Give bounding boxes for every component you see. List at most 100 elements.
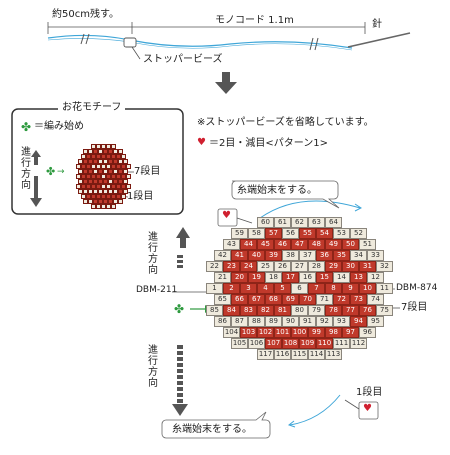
mini-bead xyxy=(81,194,86,199)
mini-bead xyxy=(126,174,131,179)
mini-bead xyxy=(88,189,93,194)
needle-shape xyxy=(347,32,411,48)
mini-bead xyxy=(98,179,103,184)
mini-bead xyxy=(78,159,83,164)
mini-bead xyxy=(101,154,106,159)
mini-bead xyxy=(86,184,91,189)
heart-note: ＝2目・減目<パターン1> xyxy=(209,138,328,149)
mini-bead xyxy=(83,199,88,204)
mini-bead xyxy=(96,204,101,209)
mini-bead xyxy=(121,164,126,169)
mini-bead xyxy=(111,184,116,189)
mini-bead xyxy=(86,174,91,179)
mini-bead xyxy=(118,149,123,154)
mini-bead xyxy=(98,149,103,154)
mini-bead xyxy=(91,194,96,199)
omit-note: ※ストッパービーズを省略しています。 xyxy=(197,117,374,128)
mini-bead xyxy=(111,174,116,179)
mini-bead xyxy=(88,159,93,164)
mini-bead xyxy=(116,154,121,159)
row7-label: 7段目 xyxy=(401,302,428,313)
mini-bead xyxy=(81,184,86,189)
mini-bead xyxy=(103,149,108,154)
mini-bead xyxy=(113,169,118,174)
mini-bead xyxy=(113,159,118,164)
mini-bead xyxy=(118,179,123,184)
mini-bead xyxy=(116,164,121,169)
callout-top-bubble xyxy=(231,180,340,209)
heart-icon: ♥ xyxy=(222,210,231,221)
mini-bead xyxy=(116,184,121,189)
mini-bead xyxy=(108,189,113,194)
clover-icon: ✤ xyxy=(21,120,32,134)
mini-bead xyxy=(118,199,123,204)
mini-bead xyxy=(88,149,93,154)
mini-bead xyxy=(113,149,118,154)
mini-bead xyxy=(93,159,98,164)
mini-bead xyxy=(96,164,101,169)
mini-bead xyxy=(123,169,128,174)
mini-bead xyxy=(91,184,96,189)
mini-bead xyxy=(96,144,101,149)
motif-title: お花モチーフ xyxy=(58,103,126,113)
mini-bead xyxy=(91,144,96,149)
mini-flower-motif xyxy=(70,144,136,210)
mini-bead xyxy=(111,154,116,159)
mini-bead xyxy=(88,169,93,174)
mini-bead xyxy=(96,184,101,189)
right-color-label: DBM-874 xyxy=(396,283,438,293)
mini-bead xyxy=(86,194,91,199)
mini-bead xyxy=(76,184,81,189)
down-arrow-icon xyxy=(215,72,237,94)
mini-bead xyxy=(103,179,108,184)
clover-icon: ✤ xyxy=(46,165,56,178)
start-label: ＝編み始め xyxy=(34,121,84,132)
mini-bead xyxy=(103,189,108,194)
mini-bead xyxy=(88,199,93,204)
mini-bead xyxy=(106,194,111,199)
mini-bead xyxy=(101,174,106,179)
mini-bead xyxy=(78,189,83,194)
mini-bead xyxy=(118,189,123,194)
left-color-label: DBM-211 xyxy=(136,285,178,295)
needle-label: 針 xyxy=(372,19,382,30)
mini-bead xyxy=(81,154,86,159)
mini-bead xyxy=(108,179,113,184)
mini-bead xyxy=(108,199,113,204)
mini-bead xyxy=(106,154,111,159)
mini-bead xyxy=(113,179,118,184)
mini-bead xyxy=(86,164,91,169)
mini-bead xyxy=(96,194,101,199)
mini-bead xyxy=(81,174,86,179)
mini-bead xyxy=(98,169,103,174)
mini-bead xyxy=(103,159,108,164)
mini-bead xyxy=(88,179,93,184)
mini-bead xyxy=(106,204,111,209)
mini-bead xyxy=(86,154,91,159)
mini-bead xyxy=(123,189,128,194)
mini-bead xyxy=(113,189,118,194)
mini-bead xyxy=(91,164,96,169)
mini-bead xyxy=(101,184,106,189)
end-top-label: 糸端始末をする。 xyxy=(237,185,317,196)
mini-bead xyxy=(96,174,101,179)
mini-bead xyxy=(106,184,111,189)
mini-bead xyxy=(93,169,98,174)
cord-label: モノコード 1.1m xyxy=(215,15,294,26)
mini-bead xyxy=(126,184,131,189)
mini-bead xyxy=(106,144,111,149)
green-arrow-icon: → xyxy=(57,167,65,177)
mini-bead xyxy=(83,149,88,154)
mini-bead xyxy=(93,149,98,154)
mini-bead xyxy=(118,169,123,174)
mini-bead xyxy=(91,204,96,209)
stopper-bead xyxy=(123,37,137,48)
mini-bead xyxy=(121,184,126,189)
mini-bead xyxy=(91,174,96,179)
mini-bead xyxy=(123,159,128,164)
mini-bead xyxy=(93,199,98,204)
motif-row1-label: 1段目 xyxy=(127,191,154,202)
mini-bead xyxy=(121,194,126,199)
